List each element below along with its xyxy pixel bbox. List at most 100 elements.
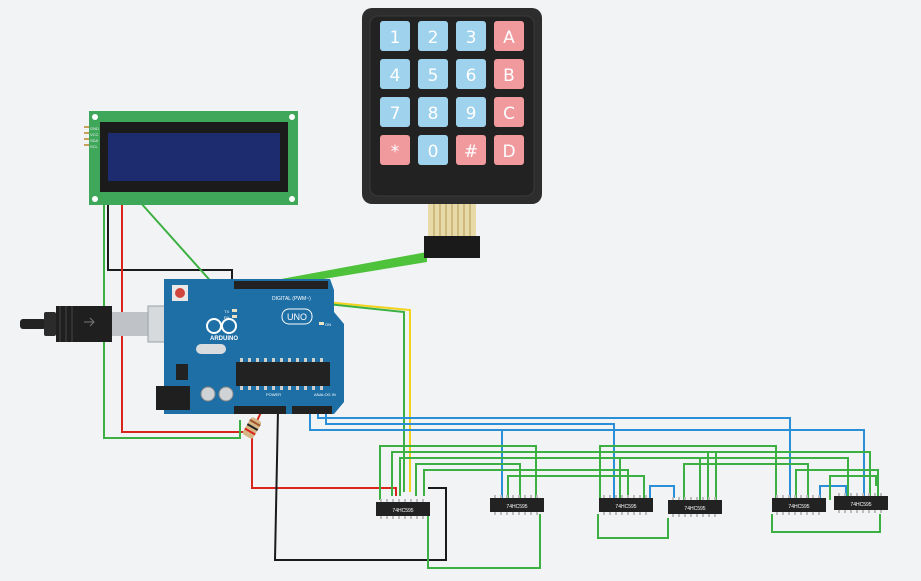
key-9[interactable]: 9 (456, 97, 486, 127)
usb-cable-wire (20, 319, 46, 329)
voltage-regulator (176, 364, 188, 380)
key-hash[interactable]: # (456, 135, 486, 165)
chip-body (772, 498, 826, 512)
key-cap (418, 59, 448, 89)
analog-label: ANALOG IN (314, 392, 336, 397)
key-label: 9 (466, 104, 477, 124)
key-c[interactable]: C (494, 97, 524, 127)
chip-pins (672, 497, 716, 517)
reset-button[interactable] (175, 288, 185, 298)
power-label: POWER (266, 392, 281, 397)
chip-pins (240, 358, 323, 390)
arduino-logo-mark-right (221, 318, 237, 334)
wire-bus-9 (683, 463, 809, 500)
key-cap (494, 135, 524, 165)
key-b[interactable]: B (494, 59, 524, 89)
rx-led (232, 315, 237, 318)
chip-label: 74HC595 (615, 504, 636, 510)
lcd-pin-gnd-label: GND (90, 126, 99, 131)
usb-icon (84, 317, 95, 327)
key-0[interactable]: 0 (418, 135, 448, 165)
arduino-uno-board[interactable]: DIGITAL (PWM~) ARDUINO UNO TX RX ON (156, 279, 344, 414)
key-cap (456, 21, 486, 51)
wire-bus-lower-3 (771, 514, 881, 533)
on-label: ON (325, 322, 331, 327)
chip-label: 74HC595 (788, 504, 809, 510)
key-cap (456, 59, 486, 89)
key-5[interactable]: 5 (418, 59, 448, 89)
digital-label: DIGITAL (PWM~) (272, 296, 311, 302)
model-badge (281, 308, 313, 325)
chip-pins (603, 495, 647, 515)
key-1[interactable]: 1 (380, 21, 410, 51)
lcd-mount-hole (92, 196, 98, 202)
usb-connector-metal (112, 312, 148, 336)
key-star[interactable]: * (380, 135, 410, 165)
key-cap (380, 135, 410, 165)
chip-body (668, 500, 722, 514)
analog-header (292, 406, 332, 414)
shift-register-3[interactable]: 74HC595 (599, 495, 653, 515)
key-label: C (503, 104, 515, 124)
key-8[interactable]: 8 (418, 97, 448, 127)
wire-bus-6 (507, 475, 645, 500)
lcd-pin-vcc-label: VCC (90, 132, 99, 137)
lcd-screen (108, 133, 280, 181)
usb-plug-grip (59, 306, 73, 342)
digital-header (234, 281, 328, 289)
shift-register-5[interactable]: 74HC595 (772, 495, 826, 515)
rx-label: RX (224, 315, 230, 320)
key-label: 8 (428, 104, 439, 124)
key-label: 1 (390, 28, 401, 48)
key-label: A (503, 28, 515, 48)
chip-pins (838, 493, 882, 513)
arduino-logo-text: ARDUINO (210, 336, 238, 342)
chip-pins (380, 499, 424, 519)
wire-bus-lower-2 (597, 514, 669, 539)
resistor[interactable] (242, 416, 262, 439)
shift-register-4[interactable]: 74HC595 (668, 497, 722, 517)
chip-label: 74HC595 (506, 504, 527, 510)
wire-bus-7 (599, 445, 777, 500)
shift-register-2[interactable]: 74HC595 (490, 495, 544, 515)
shift-register-1[interactable]: 74HC595 (376, 499, 430, 519)
key-3[interactable]: 3 (456, 21, 486, 51)
atmega-chip (236, 362, 330, 386)
key-label: 6 (466, 66, 477, 86)
key-a[interactable]: A (494, 21, 524, 51)
key-2[interactable]: 2 (418, 21, 448, 51)
key-cap (494, 97, 524, 127)
chip-label: 74HC595 (684, 506, 705, 512)
tx-label: TX (224, 309, 229, 314)
chip-body (599, 498, 653, 512)
lcd-pin-labels: GND VCC SDA SCL (90, 126, 99, 149)
key-d[interactable]: D (494, 135, 524, 165)
wire-black-gnd (273, 409, 447, 561)
key-7[interactable]: 7 (380, 97, 410, 127)
key-4[interactable]: 4 (380, 59, 410, 89)
usb-cable[interactable] (20, 305, 189, 343)
chip-pins (776, 495, 820, 515)
key-6[interactable]: 6 (456, 59, 486, 89)
wire-lcd-red (121, 202, 248, 433)
power-jack[interactable] (156, 386, 190, 410)
lcd-16x2-display[interactable]: GND VCC SDA SCL (84, 111, 298, 205)
shift-register-6[interactable]: 74HC595 (834, 493, 888, 513)
key-cap (494, 59, 524, 89)
wire-bus-2 (391, 451, 717, 500)
tx-led (232, 309, 237, 312)
key-cap (494, 21, 524, 51)
key-label: 0 (428, 142, 439, 162)
resistor-band (246, 423, 259, 431)
key-cap (418, 97, 448, 127)
wire-blue-2 (325, 410, 615, 498)
lcd-pin-sda-label: SDA (90, 138, 99, 143)
key-label: * (391, 142, 400, 162)
key-label: 2 (428, 28, 439, 48)
key-label: B (503, 66, 515, 86)
capacitor (200, 386, 216, 402)
chip-label: 74HC595 (392, 508, 413, 514)
